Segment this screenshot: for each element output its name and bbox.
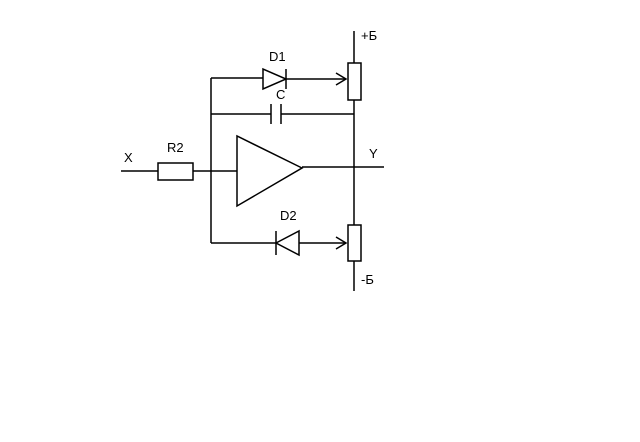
bottom-wiper-arrow: [335, 236, 348, 250]
label-output-y: Y: [369, 146, 378, 161]
bottom-potentiometer: [347, 224, 362, 262]
opamp-triangle: [236, 134, 304, 208]
label-supply-negative: -Б: [361, 272, 374, 287]
label-diode-d1: D1: [269, 49, 286, 64]
top-wiper-arrow: [335, 72, 348, 86]
top-potentiometer: [347, 62, 362, 101]
resistor-r2: [157, 162, 194, 181]
label-diode-d2: D2: [280, 208, 297, 223]
label-input-x: X: [124, 150, 133, 165]
diode-d1-triangle: [262, 67, 288, 91]
label-supply-positive: +Б: [361, 28, 377, 43]
label-resistor-r2: R2: [167, 140, 184, 155]
label-capacitor-c: C: [276, 87, 285, 102]
diode-d2-triangle: [274, 229, 300, 257]
